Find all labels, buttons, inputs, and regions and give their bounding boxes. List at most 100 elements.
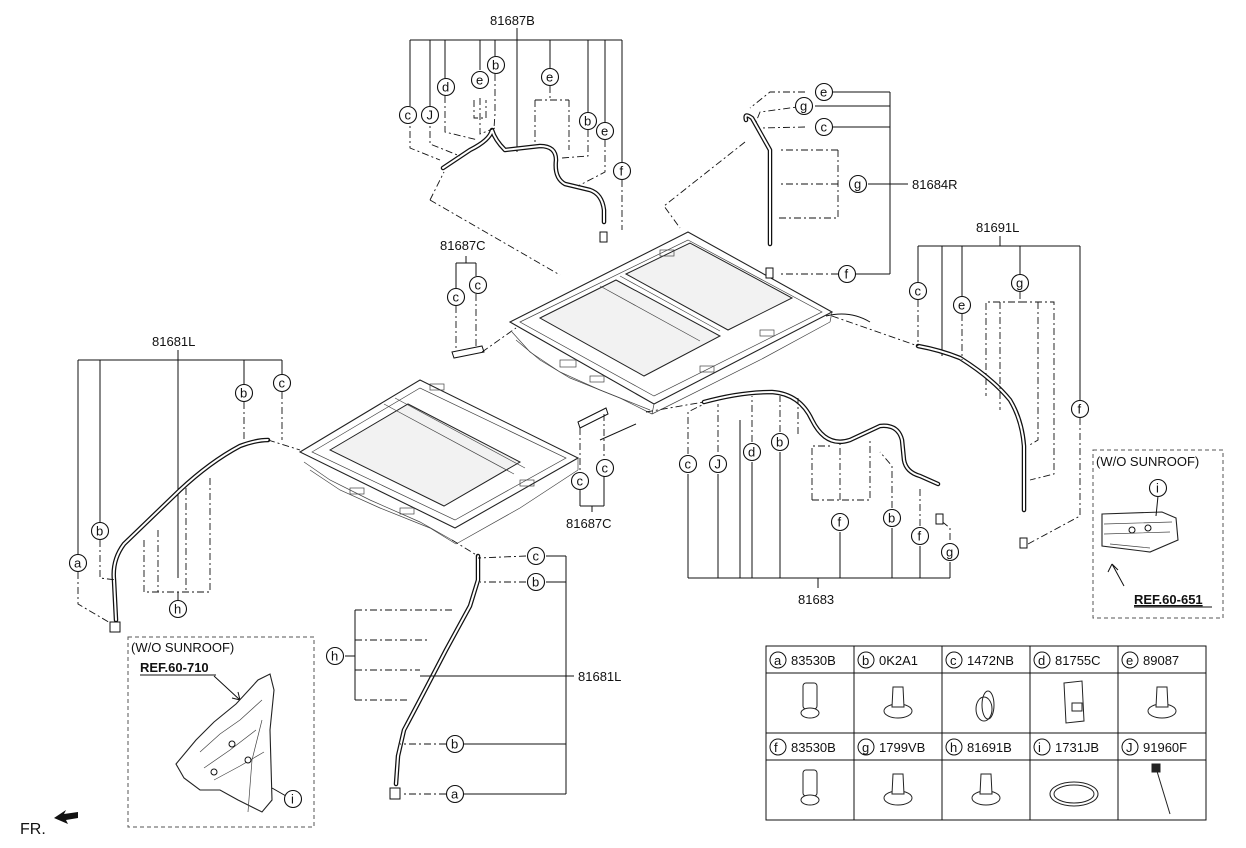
svg-text:b: b bbox=[776, 435, 783, 450]
svg-text:e: e bbox=[546, 70, 553, 85]
assembly-81687C-mid: 81687C bbox=[566, 407, 637, 531]
svg-text:c: c bbox=[405, 108, 412, 123]
legend-part-icon bbox=[883, 686, 913, 719]
svg-text:e: e bbox=[958, 298, 965, 313]
legend-letter-circle bbox=[945, 738, 963, 756]
legend-letter: e bbox=[1126, 653, 1133, 668]
svg-text:b: b bbox=[451, 737, 458, 752]
legend-part-number: 1731JB bbox=[1055, 740, 1099, 755]
legend-image-cell bbox=[1117, 759, 1207, 821]
legend-letter-circle bbox=[1121, 651, 1139, 669]
legend-part-number: 81691B bbox=[967, 740, 1012, 755]
inset-right-title: (W/O SUNROOF) bbox=[1096, 454, 1199, 469]
svg-text:h: h bbox=[331, 649, 338, 664]
svg-text:c: c bbox=[453, 290, 460, 305]
legend-letter: f bbox=[774, 740, 778, 755]
assembly-81687B: 81687B bbox=[409, 13, 623, 276]
legend-letter-circle bbox=[1033, 651, 1051, 669]
assembly-81681L-bottom: 81681L bbox=[345, 539, 621, 800]
assembly-81684R: 81684R bbox=[663, 91, 958, 279]
svg-text:a: a bbox=[451, 787, 459, 802]
svg-text:g: g bbox=[1016, 276, 1023, 291]
legend-letter-circle bbox=[1121, 738, 1139, 756]
svg-text:c: c bbox=[821, 120, 828, 135]
legend-part-number: 83530B bbox=[791, 653, 836, 668]
svg-text:b: b bbox=[888, 511, 895, 526]
svg-text:c: c bbox=[279, 376, 286, 391]
svg-text:b: b bbox=[96, 524, 103, 539]
legend-letter: b bbox=[862, 653, 869, 668]
inset-left-title: (W/O SUNROOF) bbox=[131, 640, 234, 655]
legend-part-icon bbox=[883, 773, 913, 806]
legend-letter: a bbox=[774, 653, 782, 668]
svg-text:f: f bbox=[1078, 402, 1082, 417]
part-label-81681L-left: 81681L bbox=[152, 334, 195, 349]
part-label-81681L-bottom: 81681L bbox=[578, 669, 621, 684]
part-label-81684R: 81684R bbox=[912, 177, 958, 192]
part-label-81683: 81683 bbox=[798, 592, 834, 607]
callouts-81691L: c e g f bbox=[908, 273, 1090, 419]
callouts-81681L-left: b c b a h bbox=[68, 373, 292, 619]
legend-letter-circle bbox=[857, 651, 875, 669]
legend-part-number: 91960F bbox=[1143, 740, 1187, 755]
assembly-81687C-top: 81687C bbox=[440, 238, 517, 359]
callouts-81684R: e g c g f bbox=[794, 82, 868, 284]
svg-text:b: b bbox=[492, 58, 499, 73]
legend-part-icon bbox=[1063, 680, 1085, 724]
svg-text:b: b bbox=[532, 575, 539, 590]
svg-text:b: b bbox=[584, 114, 591, 129]
legend-letter: g bbox=[862, 740, 869, 755]
part-label-81687C-mid: 81687C bbox=[566, 516, 612, 531]
svg-text:i: i bbox=[291, 792, 294, 807]
svg-text:c: c bbox=[602, 461, 609, 476]
svg-text:f: f bbox=[845, 267, 849, 282]
callouts-81687B: c J d e b e b e f bbox=[398, 55, 632, 181]
legend-letter: i bbox=[1038, 740, 1041, 755]
callout-inset-left: i bbox=[283, 789, 303, 809]
sunroof-frame-front bbox=[298, 379, 580, 545]
svg-text:d: d bbox=[442, 80, 449, 95]
svg-text:c: c bbox=[915, 284, 922, 299]
legend-part-icon bbox=[1147, 686, 1177, 719]
fr-label: FR. bbox=[20, 821, 46, 838]
legend-letter-circle bbox=[857, 738, 875, 756]
legend-part-number: 1472NB bbox=[967, 653, 1014, 668]
assembly-81691L: 81691L bbox=[825, 220, 1081, 549]
callout-inset-right: i bbox=[1148, 478, 1168, 498]
legend-letter-circle bbox=[945, 651, 963, 669]
legend-letter-circle bbox=[1033, 738, 1051, 756]
inset-right-ref: REF.60-651 bbox=[1134, 592, 1203, 607]
svg-text:e: e bbox=[820, 85, 827, 100]
legend-part-number: 83530B bbox=[791, 740, 836, 755]
svg-text:f: f bbox=[838, 515, 842, 530]
svg-text:i: i bbox=[1156, 481, 1159, 496]
legend-part-icon bbox=[1049, 781, 1099, 807]
svg-text:e: e bbox=[601, 124, 608, 139]
legend-part-icon bbox=[1151, 763, 1171, 815]
legend-image-cell bbox=[941, 672, 1031, 734]
svg-text:h: h bbox=[174, 602, 181, 617]
front-arrow-icon bbox=[54, 810, 78, 824]
legend-header-cell bbox=[941, 645, 1031, 674]
svg-text:e: e bbox=[476, 73, 483, 88]
svg-text:c: c bbox=[533, 549, 540, 564]
inset-right-wo-sunroof: (W/O SUNROOF) REF.60-651 bbox=[1092, 449, 1224, 619]
legend-letter: d bbox=[1038, 653, 1045, 668]
callouts-81681L-bottom: c b h b a bbox=[325, 546, 546, 804]
assembly-81681L-left: 81681L bbox=[77, 334, 301, 633]
legend-part-number: 1799VB bbox=[879, 740, 925, 755]
legend-letter: J bbox=[1126, 740, 1133, 755]
svg-text:g: g bbox=[800, 99, 807, 114]
front-direction-indicator: FR. bbox=[20, 810, 78, 838]
legend-part-number: 81755C bbox=[1055, 653, 1101, 668]
inset-left-wo-sunroof: (W/O SUNROOF) REF.60-710 bbox=[127, 636, 315, 828]
legend-part-icon bbox=[975, 690, 995, 722]
legend-part-icon bbox=[800, 682, 820, 719]
svg-text:f: f bbox=[620, 164, 624, 179]
svg-text:c: c bbox=[685, 457, 692, 472]
legend-letter: c bbox=[950, 653, 957, 668]
svg-text:c: c bbox=[577, 474, 584, 489]
svg-text:g: g bbox=[854, 177, 861, 192]
svg-text:J: J bbox=[427, 108, 434, 123]
sunroof-frame-rear bbox=[508, 231, 834, 415]
